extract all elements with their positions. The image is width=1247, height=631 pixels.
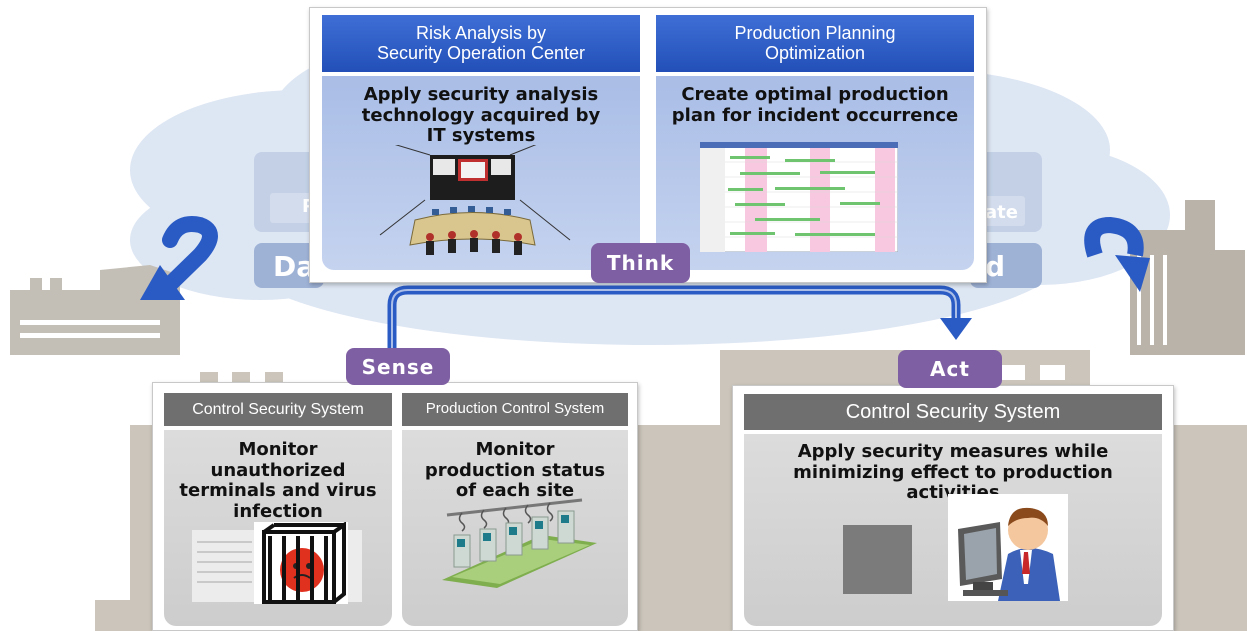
production-planning-card-text: Create optimal production plan for incid… [671, 84, 959, 126]
risk-analysis-card-text: Apply security analysis technology acqui… [361, 84, 601, 147]
cloud-text-left-bottom: Da [273, 250, 316, 283]
production-schedule-chart-illustration [700, 142, 898, 252]
right-arrow-head [1115, 255, 1150, 292]
left-arrow-head [140, 265, 185, 300]
right-curved-arrow [1084, 216, 1144, 258]
risk-analysis-card-title: Risk Analysis by Security Operation Cent… [376, 22, 586, 63]
cloud-bar-right-bottom [970, 243, 1042, 288]
act-control-security-card-text: Apply security measures while minimizing… [793, 441, 1113, 504]
cloud-text-right-top: ate [985, 202, 1018, 223]
sense-control-security-card-header: Control Security System [164, 393, 392, 426]
cloud-bar-left-bottom [254, 243, 324, 288]
act-control-security-card-header: Control Security System [744, 394, 1162, 430]
cloud-text-right-bottom: d [985, 250, 1006, 283]
flow-arrow-head [940, 318, 972, 340]
act-gray-block [843, 525, 912, 594]
sense-tag: Sense [346, 348, 450, 385]
act-tag: Act [898, 350, 1002, 388]
operator-at-computer-illustration [948, 494, 1068, 601]
production-line-illustration [442, 498, 597, 588]
risk-analysis-card-header: Risk Analysis by Security Operation Cent… [322, 15, 640, 72]
production-control-card-text: Monitor production status of each site [424, 439, 606, 502]
cloud-bar-left-top-inner [270, 193, 320, 223]
quarantined-virus-illustration [192, 522, 362, 604]
think-tag: Think [591, 243, 690, 283]
sense-control-security-card-text: Monitor unauthorized terminals and virus… [179, 439, 377, 523]
production-control-card-title: Production Control System [425, 400, 605, 418]
left-curved-arrow [154, 216, 218, 300]
sense-control-security-card-title: Control Security System [192, 400, 364, 418]
act-control-security-card-title: Control Security System [845, 401, 1061, 423]
production-planning-card-header: Production Planning Optimization [656, 15, 974, 72]
production-planning-card-title: Production Planning Optimization [734, 22, 896, 63]
production-control-card-header: Production Control System [402, 393, 628, 426]
security-operation-center-illustration [379, 145, 571, 255]
